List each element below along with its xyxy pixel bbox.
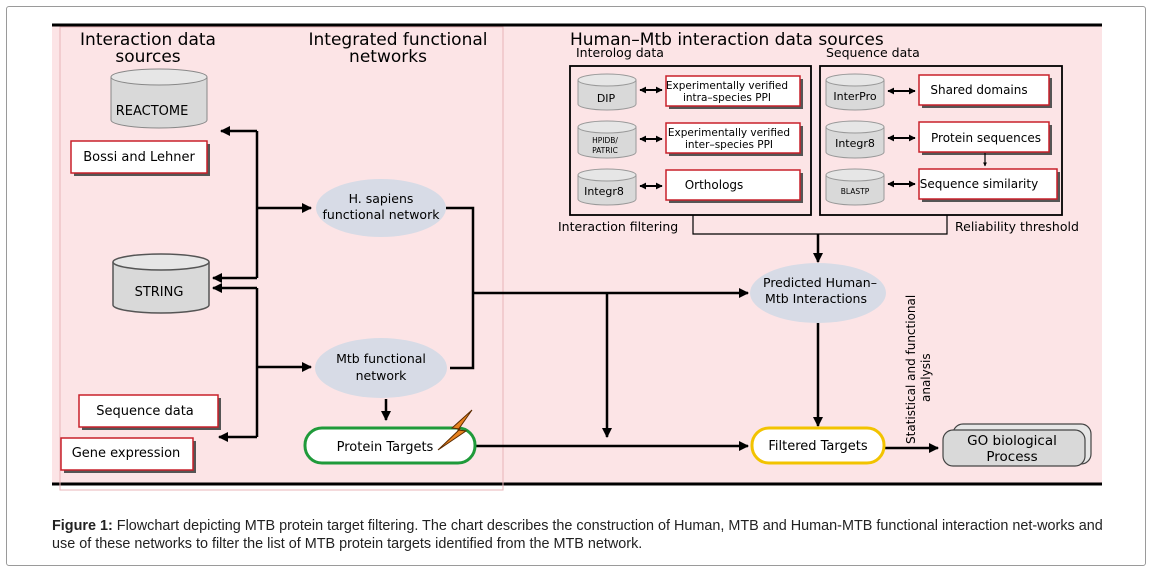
exp-inter-label-1: Experimentally verified [668,127,790,139]
integr8-database-b: Integr8 [825,120,885,159]
filtered-targets-node: Filtered Targets [750,426,886,465]
blastp-database: BLASTP [825,168,885,206]
left-section-outline [59,26,504,491]
string-database: STRING [112,253,210,314]
interpro-database: InterPro [825,73,885,111]
mtb-network-node: Mtb functional network [315,338,447,398]
integr8-label-b: Integr8 [835,137,875,150]
hsapiens-network-node: H. sapiens functional network [316,179,446,237]
sequence-similarity-box: Sequence similarity [918,168,1060,202]
string-label: STRING [135,285,184,300]
heading-functional-networks-1: Integrated functional [308,30,487,50]
panel-connectors [639,86,988,263]
shared-domains-label: Shared domains [930,83,1027,97]
hpidb-label-2: PATRIC [592,146,618,155]
predicted-interactions-node: Predicted Human– Mtb Interactions [750,263,886,323]
hsapiens-label-2: functional network [323,207,441,222]
source-connectors [212,126,312,442]
dip-label: DIP [597,92,616,105]
go-label-1: GO biological [967,433,1057,449]
go-label-2: Process [986,449,1037,465]
interpro-label: InterPro [833,90,877,103]
heading-functional-networks-2: networks [349,47,427,67]
reliability-threshold-label: Reliability threshold [955,219,1079,234]
stat-label-1: Statistical and functional [904,295,918,444]
gene-expression-box: Gene expression [60,437,196,473]
bossi-label: Bossi and Lehner [83,150,195,165]
dip-database: DIP [577,73,637,111]
reactome-database: REACTOME [110,68,208,129]
reactome-label: REACTOME [116,104,189,119]
heading-sequence-data: Sequence data [826,45,920,60]
interaction-filtering-label: Interaction filtering [558,219,678,234]
bossi-lehner-box: Bossi and Lehner [70,140,210,176]
sequence-data-label: Sequence data [96,404,194,419]
figure-frame [6,6,1146,566]
integr8-database-a: Integr8 [577,168,637,206]
go-biological-process-node: GO biological Process [942,423,1092,467]
sequence-panel [819,65,1063,216]
exp-inter-label-2: inter–species PPI [685,139,773,151]
statistical-analysis-label: Statistical and functional analysis [904,295,933,444]
exp-intra-box: Experimentally verified intra–species PP… [665,75,803,109]
predicted-label-1: Predicted Human– [763,275,877,290]
caption-text: Flowchart depicting MTB protein target f… [52,518,1103,552]
orthologs-label: Orthologs [685,178,744,192]
exp-inter-box: Experimentally verified inter–species PP… [665,122,803,156]
stat-label-2: analysis [919,353,933,402]
heading-interaction-sources-2: sources [115,47,180,67]
protein-sequences-box: Protein sequences [918,121,1052,155]
network-connectors [381,206,939,453]
shared-domains-box: Shared domains [918,74,1052,108]
mtb-label-1: Mtb functional [336,351,426,366]
gene-expression-label: Gene expression [72,446,181,461]
heading-interaction-sources-1: Interaction data [80,30,216,50]
integr8-label-a: Integr8 [584,185,624,198]
protein-targets-node: Protein Targets [303,409,477,465]
heading-interolog-data: Interolog data [576,45,664,60]
heading-human-mtb-sources: Human–Mtb interaction data sources [570,30,884,50]
figure-caption: Figure 1: Flowchart depicting MTB protei… [52,517,1107,553]
hpidb-database: HPIDB/ PATRIC [577,120,637,159]
exp-intra-label-2: intra–species PPI [683,92,771,104]
exp-intra-label-1: Experimentally verified [666,80,788,92]
sequence-similarity-label: Sequence similarity [920,177,1038,191]
orthologs-box: Orthologs [665,169,803,203]
mtb-label-2: network [356,368,408,383]
blastp-label: BLASTP [841,187,870,196]
interolog-panel [569,65,812,216]
caption-label: Figure 1: [52,518,113,534]
lightning-icon [437,409,473,451]
filtered-targets-label: Filtered Targets [768,439,868,454]
sequence-data-box: Sequence data [78,394,221,430]
protein-targets-label: Protein Targets [337,440,434,455]
protein-sequences-label: Protein sequences [931,131,1041,145]
hsapiens-label-1: H. sapiens [349,191,414,206]
predicted-label-2: Mtb Interactions [765,291,867,306]
hpidb-label-1: HPIDB/ [592,136,618,145]
